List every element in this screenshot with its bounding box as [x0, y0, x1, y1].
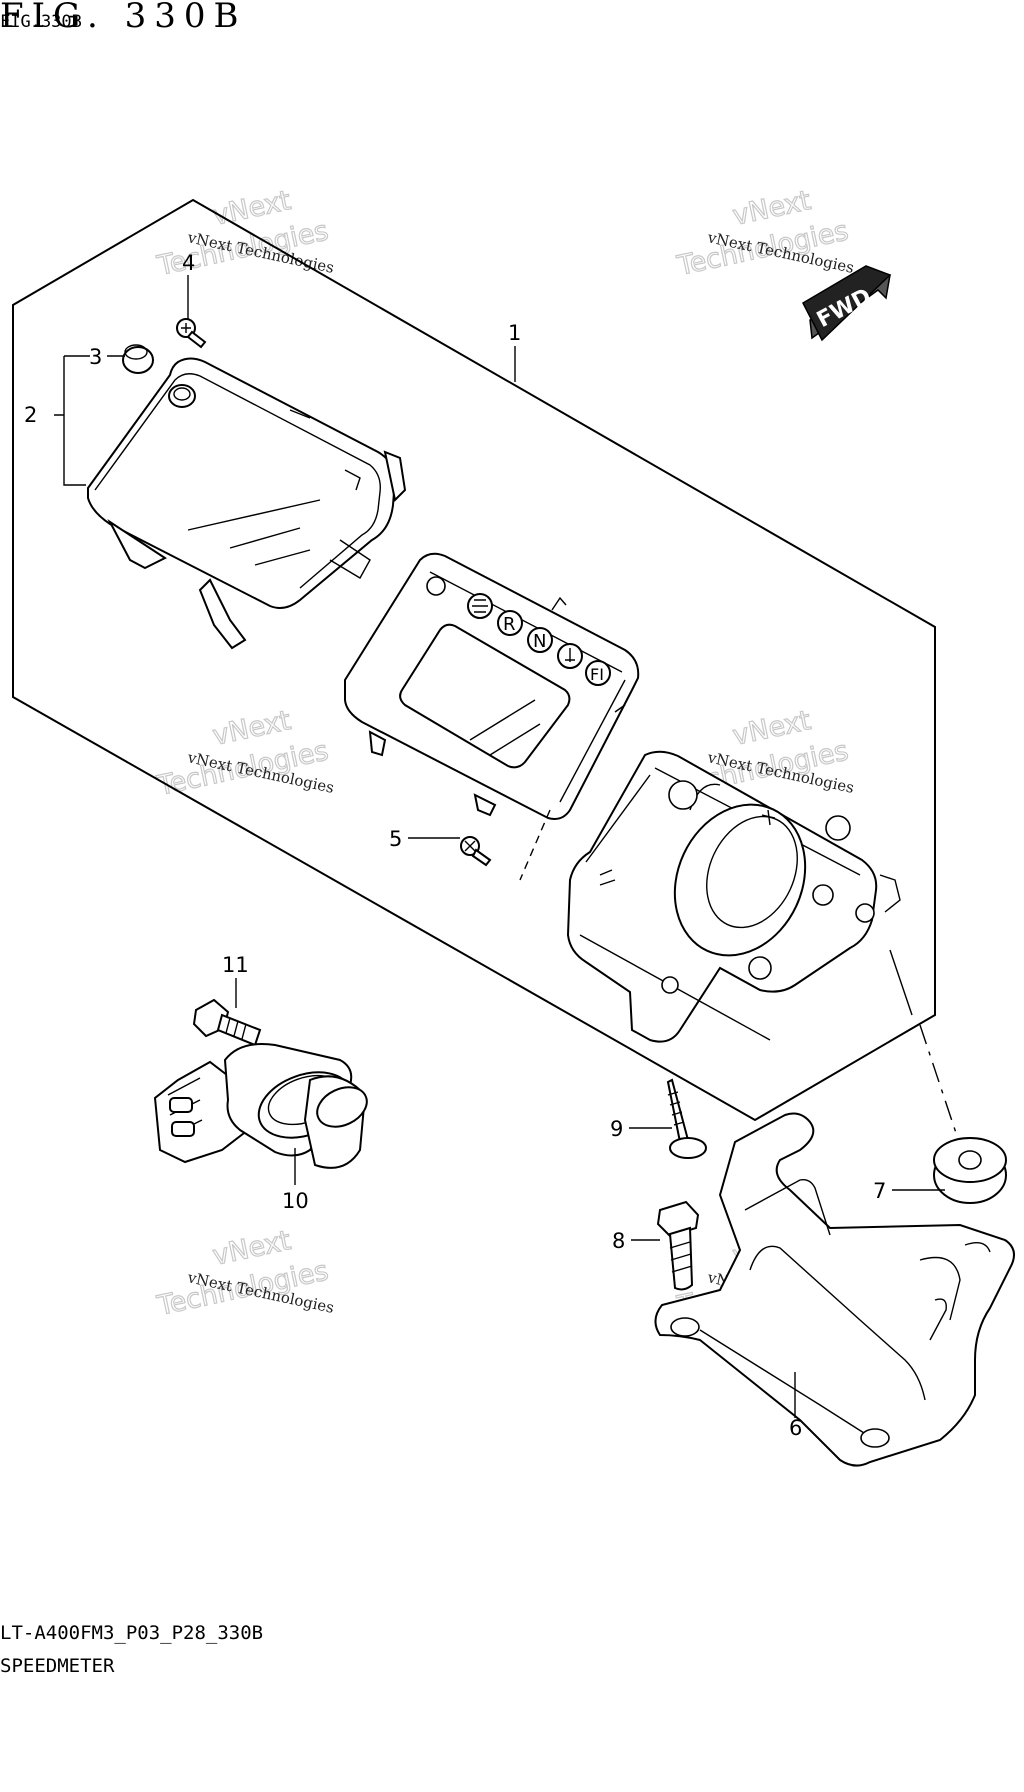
- bolt-part: [656, 1200, 700, 1291]
- fwd-arrow-icon: FWD: [802, 265, 892, 342]
- callout-4: 4: [182, 251, 195, 275]
- watermark-top-right: vNext Technologies vNext Technologies: [673, 185, 855, 283]
- grommet-link-line: [919, 1024, 961, 1146]
- screw-part-4: [176, 318, 207, 349]
- figure-title: FIG. 330B: [0, 0, 247, 36]
- callout-11: 11: [222, 953, 249, 977]
- callout-9: 9: [610, 1117, 623, 1141]
- callout-3: 3: [89, 345, 102, 369]
- watermark-low-left: vNext Technologies vNext Technologies: [153, 1225, 335, 1323]
- callout-7: 7: [873, 1179, 886, 1203]
- knob-cap-part: [122, 344, 154, 374]
- grommet-part: [933, 1137, 1007, 1204]
- callout-1: 1: [508, 321, 521, 345]
- meter-housing-part: [566, 750, 913, 1043]
- screw-part-5: [460, 836, 492, 867]
- svg-text:FI: FI: [590, 665, 604, 684]
- speed-sensor-part: [153, 1043, 368, 1169]
- figure-code: FIG.330B: [0, 12, 82, 32]
- assembly-outline: [12, 198, 936, 1122]
- sensor-bolt-part: [192, 998, 262, 1047]
- section-name: SPEEDMETER: [0, 1655, 115, 1677]
- model-code: LT-A400FM3_P03_P28_330B: [0, 1622, 264, 1644]
- callout-10: 10: [282, 1189, 309, 1213]
- callout-2: 2: [24, 403, 37, 427]
- callout-8: 8: [612, 1229, 625, 1253]
- tapping-screw-part: [666, 1078, 707, 1159]
- callout-6: 6: [789, 1416, 802, 1440]
- watermark-mid-left: vNext Technologies vNext Technologies: [153, 705, 335, 803]
- callout-leaders: [54, 275, 945, 1418]
- svg-text:N: N: [533, 631, 546, 652]
- svg-text:R: R: [503, 614, 516, 635]
- bracket-part: [654, 1112, 1015, 1467]
- callout-5: 5: [389, 827, 402, 851]
- case-cover-part: [87, 357, 407, 650]
- lcd-display-module: R N FI: [344, 552, 640, 881]
